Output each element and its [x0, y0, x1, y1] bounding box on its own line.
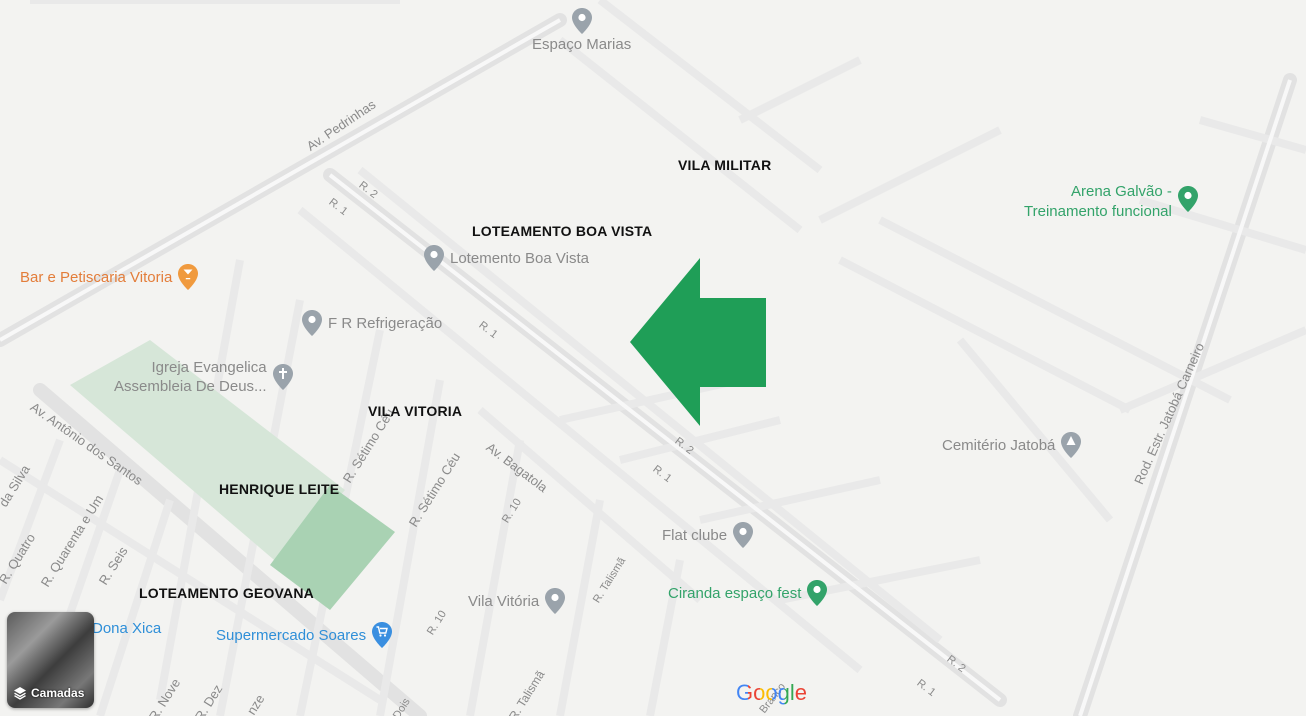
shopping-cart-pin-icon	[372, 622, 393, 648]
place-vila-vitoria[interactable]: Vila Vitória	[468, 588, 566, 614]
layers-label: Camadas	[31, 686, 85, 700]
map-pin-icon	[302, 310, 322, 336]
google-logo: Google	[736, 680, 807, 706]
place-label: Lotemento Boa Vista	[450, 249, 589, 267]
place-supermercado-soares[interactable]: Supermercado Soares	[216, 622, 393, 648]
place-label: Espaço Marias	[532, 36, 632, 53]
place-espaco-marias[interactable]: Espaço Marias	[532, 8, 631, 53]
area-label: VILA VITORIA	[368, 403, 463, 419]
cross-pin-icon	[272, 364, 293, 390]
layers-button-content: Camadas	[13, 686, 84, 700]
place-label: Assembleia De Deus...	[114, 378, 267, 395]
map-pin-icon	[424, 245, 444, 271]
park-area	[270, 485, 395, 610]
place-label: Vila Vitória	[468, 592, 540, 610]
place-label: Arena Galvão -	[1070, 183, 1172, 200]
map-pin-icon	[733, 522, 754, 548]
map-pin-icon	[545, 588, 566, 614]
place-igreja-evangelica[interactable]: Igreja Evangelica Assembleia De Deus...	[114, 358, 293, 396]
map-pin-icon	[1177, 186, 1198, 212]
cocktail-pin-icon	[178, 264, 199, 290]
place-label: Igreja Evangelica	[151, 359, 267, 376]
place-label: F R Refrigeração	[328, 314, 443, 332]
place-label: Flat clube	[662, 526, 728, 544]
place-label: Bar e Petiscaria Vitoria	[20, 268, 173, 286]
area-label: VILA MILITAR	[678, 157, 772, 173]
map-pin-icon	[571, 8, 592, 34]
place-ciranda[interactable]: Ciranda espaço fest	[668, 580, 828, 606]
park-area	[70, 340, 345, 565]
place-label: Supermercado Soares	[216, 626, 367, 644]
place-label: Treinamento funcional	[1024, 203, 1172, 220]
area-label: HENRIQUE LEITE	[219, 481, 340, 497]
place-label: Cemitério Jatobá	[942, 436, 1056, 454]
area-label: LOTEAMENTO GEOVANA	[139, 585, 314, 601]
place-flat-clube[interactable]: Flat clube	[662, 522, 754, 548]
place-cemiterio-jatoba[interactable]: Cemitério Jatobá	[942, 432, 1082, 458]
place-label: Dona Xica	[92, 620, 162, 637]
area-label: LOTEAMENTO BOA VISTA	[472, 223, 653, 239]
place-bar-petiscaria[interactable]: Bar e Petiscaria Vitoria	[20, 264, 199, 290]
layers-icon	[14, 687, 26, 700]
layers-button[interactable]: Camadas	[7, 612, 94, 708]
left-arrow-icon	[630, 258, 766, 426]
google-wordmark: Google	[736, 680, 807, 705]
place-lotemento-boa-vista[interactable]: Lotemento Boa Vista	[424, 245, 589, 271]
place-label: Ciranda espaço fest	[668, 584, 802, 602]
tombstone-pin-icon	[1061, 432, 1082, 458]
place-arena-galvao[interactable]: Arena Galvão - Treinamento funcional	[1024, 182, 1198, 222]
map-pin-icon	[807, 580, 828, 606]
place-fr-refrigeracao[interactable]: F R Refrigeração	[302, 310, 442, 336]
place-dona-xica[interactable]: Dona Xica	[92, 620, 161, 637]
